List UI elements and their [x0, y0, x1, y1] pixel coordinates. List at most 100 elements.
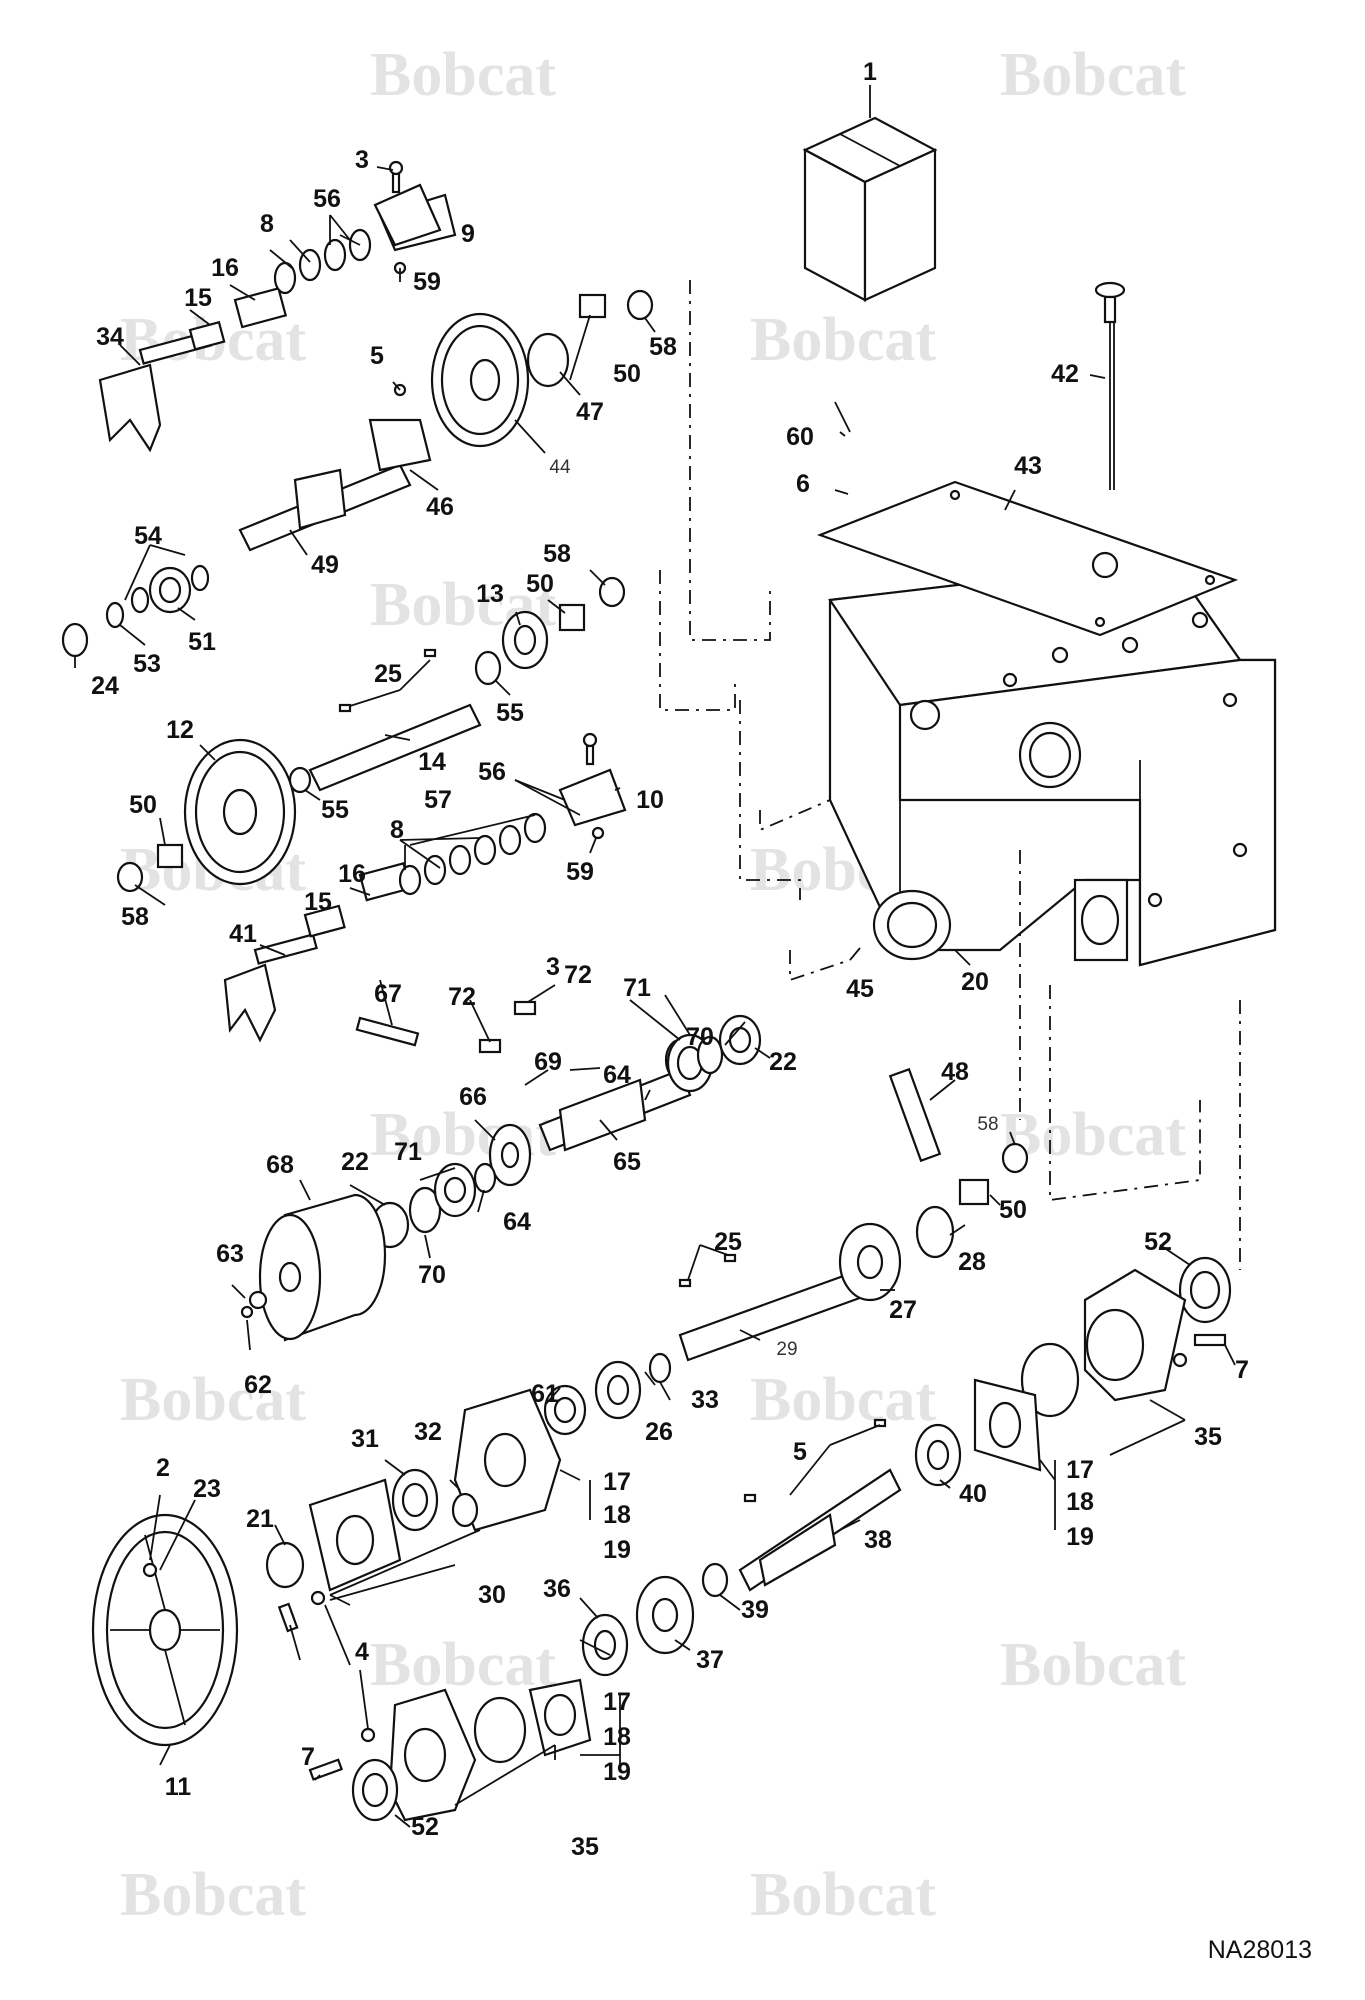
callout-label: 19 — [1066, 1523, 1094, 1551]
drum-68 — [240, 1193, 387, 1342]
callout-label: 17 — [603, 1468, 631, 1496]
callout-label: 27 — [889, 1296, 917, 1324]
callout-label: 70 — [686, 1023, 714, 1051]
chain-48 — [888, 1067, 942, 1163]
callout-label: 55 — [496, 699, 524, 727]
callout-label: 45 — [846, 975, 874, 1003]
callout-label: 53 — [133, 650, 161, 678]
callout-label: 59 — [566, 858, 594, 886]
callout-label: 56 — [478, 758, 506, 786]
callout-label: 58 — [977, 1114, 998, 1135]
callout-label: 22 — [341, 1148, 369, 1176]
gear-cluster-36-37 — [581, 1575, 695, 1677]
callout-label: 55 — [321, 796, 349, 824]
callout-label: 68 — [266, 1151, 294, 1179]
callout-label: 64 — [503, 1208, 531, 1236]
callout-label: 32 — [414, 1418, 442, 1446]
callout-label: 10 — [636, 786, 664, 814]
watermark-text: Bobcat — [370, 41, 556, 109]
callout-label: 16 — [211, 254, 239, 282]
callout-label: 42 — [1051, 360, 1079, 388]
lower-shift-assembly — [223, 732, 627, 1043]
callout-label: 7 — [1235, 1356, 1249, 1384]
callout-label: 52 — [1144, 1228, 1172, 1256]
main-shaft-29 — [678, 1142, 1029, 1362]
callout-layer: 1233455677889101112131415151616171819171… — [91, 58, 1249, 1861]
callout-label: 65 — [613, 1148, 641, 1176]
watermark-text: Bobcat — [1000, 1101, 1186, 1169]
callout-label: 35 — [1194, 1423, 1222, 1451]
callout-label: 64 — [603, 1061, 631, 1089]
callout-label: 15 — [304, 888, 332, 916]
callout-label: 46 — [426, 493, 454, 521]
callout-label: 21 — [246, 1505, 274, 1533]
callout-label: 25 — [714, 1228, 742, 1256]
callout-label: 18 — [1066, 1488, 1094, 1516]
pinion-13-group — [474, 576, 626, 686]
watermark-text: Bobcat — [750, 1366, 936, 1434]
callout-label: 72 — [564, 961, 592, 989]
callout-label: 70 — [418, 1261, 446, 1289]
callout-label: 17 — [603, 1688, 631, 1716]
callout-label: 4 — [355, 1638, 369, 1666]
output-shaft-38 — [701, 1418, 962, 1598]
callout-label: 41 — [229, 920, 257, 948]
dipstick — [1094, 281, 1126, 490]
callout-label: 47 — [576, 398, 604, 426]
callout-label: 56 — [313, 185, 341, 213]
callout-label: 62 — [244, 1371, 272, 1399]
callout-label: 14 — [418, 748, 446, 776]
callout-label: 35 — [571, 1833, 599, 1861]
callout-label: 7 — [301, 1743, 315, 1771]
watermark-text: Bobcat — [1000, 41, 1186, 109]
callout-label: 17 — [1066, 1456, 1094, 1484]
callout-label: 24 — [91, 672, 119, 700]
lower-left-bearing-group — [370, 1162, 497, 1249]
callout-label: 69 — [534, 1048, 562, 1076]
callout-label: 48 — [941, 1058, 969, 1086]
chain-links-upper — [355, 1000, 537, 1054]
left-flange-group — [265, 1388, 562, 1633]
callout-label: 15 — [184, 284, 212, 312]
callout-label: 18 — [603, 1501, 631, 1529]
callout-label: 54 — [134, 522, 162, 550]
callout-label: 6 — [796, 470, 810, 498]
callout-label: 60 — [786, 423, 814, 451]
callout-label: 44 — [549, 457, 571, 478]
large-gear-12 — [116, 738, 312, 893]
callout-label: 8 — [260, 210, 274, 238]
callout-label: 40 — [959, 1480, 987, 1508]
alignment-lines — [659, 280, 1241, 1270]
callout-label: 28 — [958, 1248, 986, 1276]
gearbox-housing — [828, 558, 1277, 967]
callout-label: 19 — [603, 1536, 631, 1564]
callout-label: 1 — [863, 58, 877, 86]
callout-label: 63 — [216, 1240, 244, 1268]
callout-label: 2 — [156, 1454, 170, 1482]
pulley-11 — [91, 1513, 239, 1747]
sprocket-shaft-65 — [488, 1014, 762, 1187]
watermark-text: Bobcat — [120, 1366, 306, 1434]
callout-label: 50 — [999, 1196, 1027, 1224]
callout-label: 67 — [374, 980, 402, 1008]
watermark-text: Bobcat — [750, 1861, 936, 1929]
callout-label: 16 — [338, 860, 366, 888]
callout-label: 36 — [543, 1575, 571, 1603]
upper-bearing-group — [61, 564, 210, 658]
callout-label: 37 — [696, 1646, 724, 1674]
callout-label: 33 — [691, 1386, 719, 1414]
callout-label: 3 — [546, 953, 560, 981]
callout-label: 71 — [623, 974, 651, 1002]
callout-label: 43 — [1014, 452, 1042, 480]
callout-label: 22 — [769, 1048, 797, 1076]
callout-label: 9 — [461, 220, 475, 248]
right-flange-group — [973, 1256, 1232, 1472]
gearbox-cover — [816, 480, 1239, 637]
callout-label: 25 — [374, 660, 402, 688]
callout-label: 26 — [645, 1418, 673, 1446]
leader-lines — [74, 166, 1236, 1828]
callout-label: 50 — [129, 791, 157, 819]
